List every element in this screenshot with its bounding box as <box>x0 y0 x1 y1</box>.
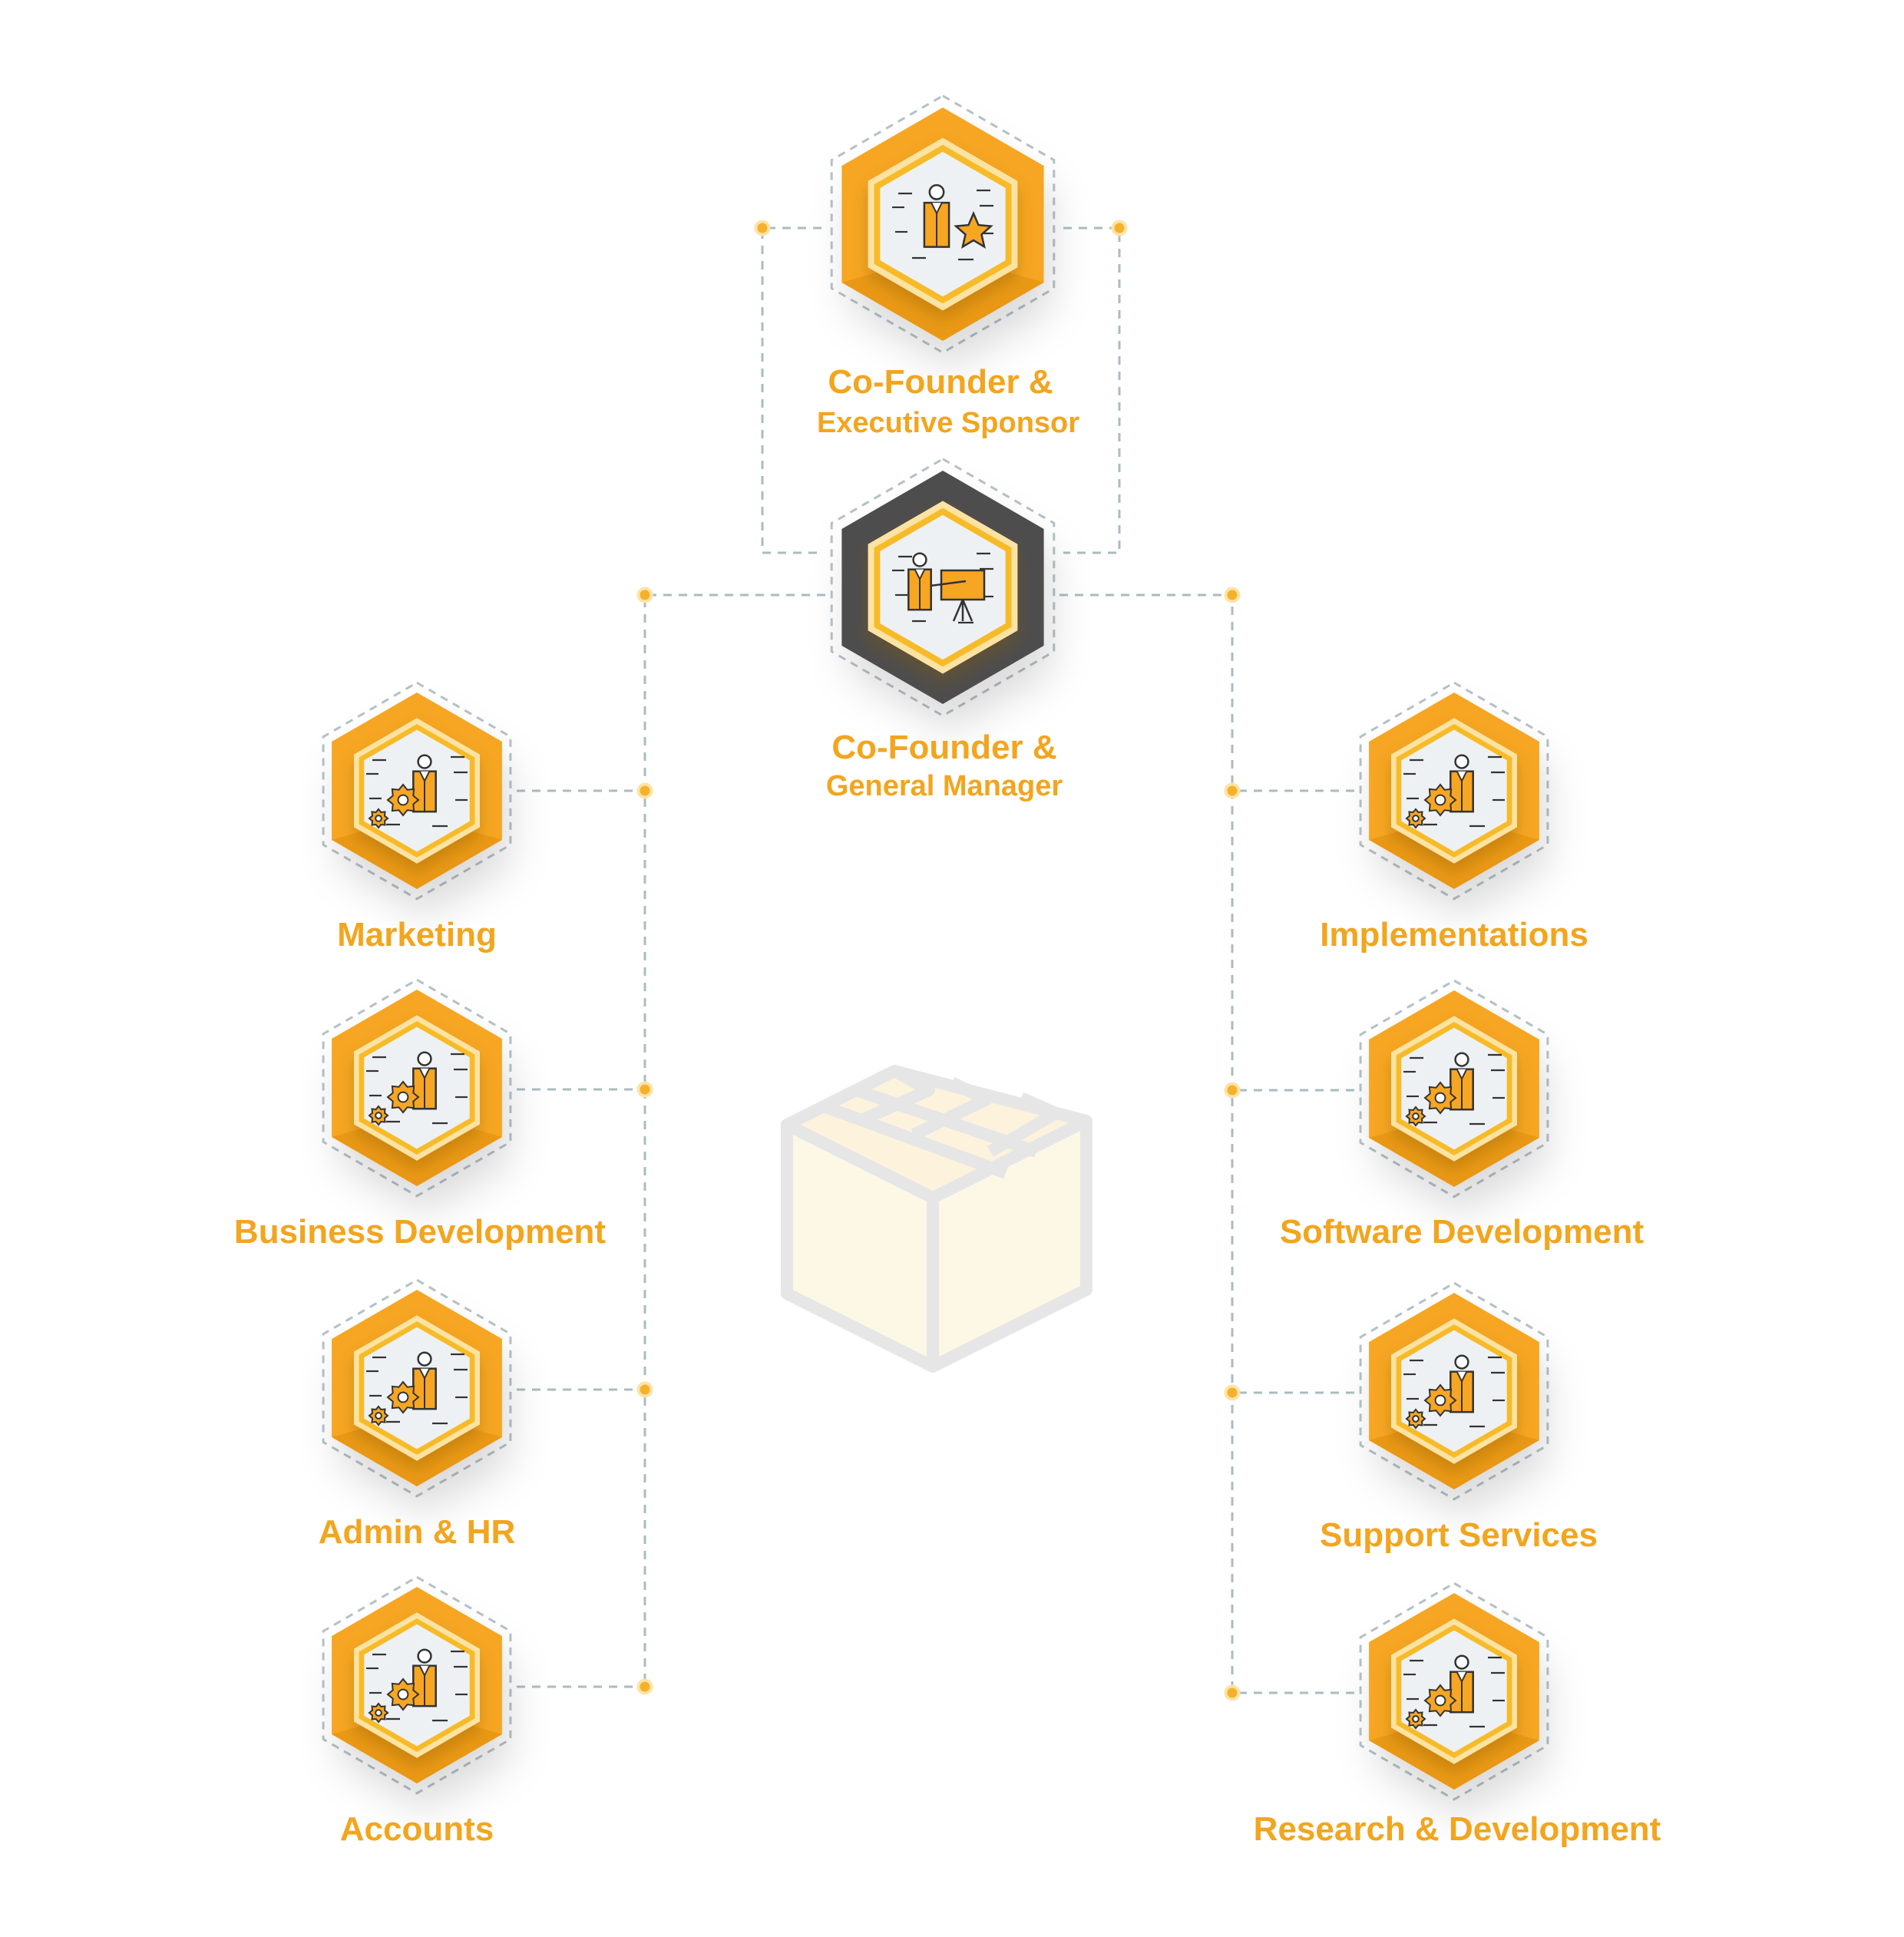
person-star-icon: person-star-icon <box>892 183 993 261</box>
connector-dot <box>1224 782 1241 799</box>
sponsor-link-left <box>761 226 821 554</box>
business-development-label: Business Development <box>234 1213 606 1251</box>
admin-hr-node[interactable]: person-gears-icon <box>322 1278 512 1498</box>
sponsor-link-right <box>1063 226 1121 554</box>
connector-dot <box>636 1678 653 1695</box>
connector-dot <box>1111 220 1128 236</box>
person-gears-icon: person-gears-icon <box>1403 1654 1505 1730</box>
marketing-label: Marketing <box>337 916 497 954</box>
co-founder-executive-sponsor-node[interactable]: person-star-icon <box>830 94 1056 354</box>
dashed-hex-outline <box>1359 1582 1549 1801</box>
marketing-node[interactable]: person-gears-icon <box>322 681 512 901</box>
connector-dot <box>1224 587 1241 603</box>
support-services-label: Support Services <box>1320 1516 1598 1554</box>
person-gears-icon: person-gears-icon <box>1403 754 1505 829</box>
connector-dot <box>636 782 653 799</box>
research-development-label: Research & Development <box>1254 1810 1661 1848</box>
dashed-hex-outline <box>322 1278 512 1498</box>
person-gears-icon: person-gears-icon <box>1403 1052 1505 1127</box>
sponsor-title-line2: Executive Sponsor <box>817 407 1079 439</box>
connector-dot <box>1224 1684 1241 1701</box>
dashed-hex-outline <box>322 1575 512 1795</box>
implementations-label: Implementations <box>1320 916 1588 954</box>
sponsor-title-line1: Co-Founder & <box>828 363 1053 401</box>
person-gears-icon: person-gears-icon <box>1403 1354 1505 1430</box>
dashed-hex-outline <box>830 94 1056 354</box>
admin-hr-label: Admin & HR <box>319 1513 516 1551</box>
business-development-node[interactable]: person-gears-icon <box>322 978 512 1198</box>
person-gears-icon: person-gears-icon <box>366 1051 468 1126</box>
nodes-layer: person-star-icon person-presentation-icon… <box>322 94 1549 1801</box>
accounts-label: Accounts <box>340 1810 494 1848</box>
implementations-node[interactable]: person-gears-icon <box>1359 681 1549 901</box>
connector-dot <box>754 220 771 236</box>
support-services-node[interactable]: person-gears-icon <box>1359 1281 1549 1501</box>
dashed-hex-outline <box>322 681 512 901</box>
left-bus-line <box>643 593 825 1687</box>
dashed-hex-outline <box>1359 681 1549 901</box>
manager-title-line2: General Manager <box>826 770 1063 802</box>
co-founder-general-manager-node[interactable]: person-presentation-icon <box>830 458 1056 717</box>
dashed-hex-outline <box>1359 1281 1549 1501</box>
research-development-node[interactable]: person-gears-icon <box>1359 1582 1549 1801</box>
person-gears-icon: person-gears-icon <box>366 754 468 829</box>
manager-title-line1: Co-Founder & <box>831 729 1056 766</box>
person-gears-icon: person-gears-icon <box>366 1648 468 1724</box>
package-box-icon <box>781 1065 1092 1373</box>
connector-dot <box>1224 1082 1241 1099</box>
person-presentation-icon: person-presentation-icon <box>892 552 993 624</box>
connector-dot <box>1224 1384 1241 1401</box>
connector-dot <box>636 1081 653 1098</box>
software-development-node[interactable]: person-gears-icon <box>1359 979 1549 1198</box>
connector-dot <box>636 1381 653 1398</box>
accounts-node[interactable]: person-gears-icon <box>322 1575 512 1795</box>
dashed-hex-outline <box>1359 979 1549 1198</box>
software-development-label: Software Development <box>1280 1213 1645 1251</box>
dashed-hex-outline <box>830 458 1056 717</box>
connector-dot <box>636 587 653 603</box>
labels-layer: Co-Founder &Executive SponsorCo-Founder … <box>234 363 1661 1848</box>
dashed-hex-outline <box>322 978 512 1198</box>
person-gears-icon: person-gears-icon <box>366 1351 468 1426</box>
connector-lines <box>517 220 1354 1701</box>
